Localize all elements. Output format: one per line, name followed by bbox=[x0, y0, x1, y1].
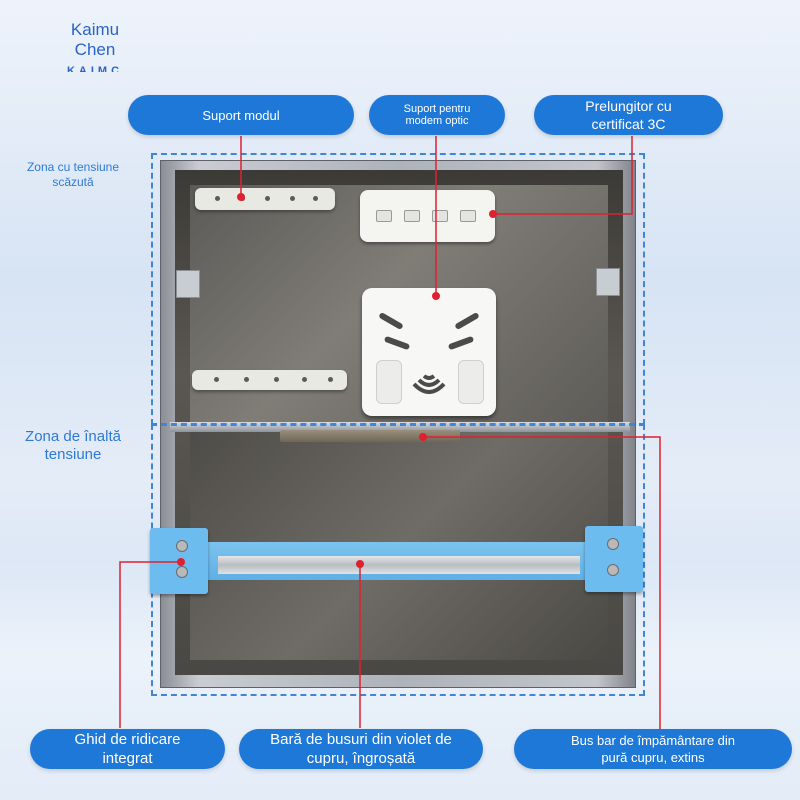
label-lifting-guide: Ghid de ridicare integrat bbox=[30, 729, 225, 769]
brand-name-line1: Kaimu bbox=[70, 20, 120, 39]
lift-bracket-left bbox=[150, 528, 208, 594]
power-strip bbox=[360, 190, 495, 242]
label-busbar: Bară de busuri din violet de cupru, îngr… bbox=[239, 729, 483, 769]
brand-name-line2: Chen bbox=[74, 40, 116, 59]
brand-logo: Kaimu Chen KAIMC bbox=[45, 20, 145, 72]
label-extension-cord: Prelungitor cu certificat 3C bbox=[534, 95, 723, 135]
right-hinge-plate bbox=[596, 268, 620, 296]
left-hinge-plate bbox=[176, 270, 200, 298]
label-ground-busbar: Bus bar de împământare din pură cupru, e… bbox=[514, 729, 792, 769]
lift-bracket-right bbox=[585, 526, 643, 592]
module-bracket-bottom bbox=[192, 370, 347, 390]
high-voltage-zone-label: Zona de înaltă tensiune bbox=[25, 428, 121, 463]
label-module-support: Suport modul bbox=[128, 95, 354, 135]
ground-terminal-bar bbox=[280, 430, 460, 442]
brand-logo-strip: KAIMC bbox=[66, 65, 124, 72]
modem-mounting-plate bbox=[362, 288, 496, 416]
zone-divider-shelf bbox=[170, 422, 630, 432]
low-voltage-zone-outline bbox=[151, 153, 645, 425]
low-voltage-zone-label: Zona cu tensiune scăzută bbox=[26, 160, 120, 189]
label-modem-support: Suport pentru modem optic bbox=[369, 95, 505, 135]
copper-busbar-rail bbox=[218, 556, 580, 574]
